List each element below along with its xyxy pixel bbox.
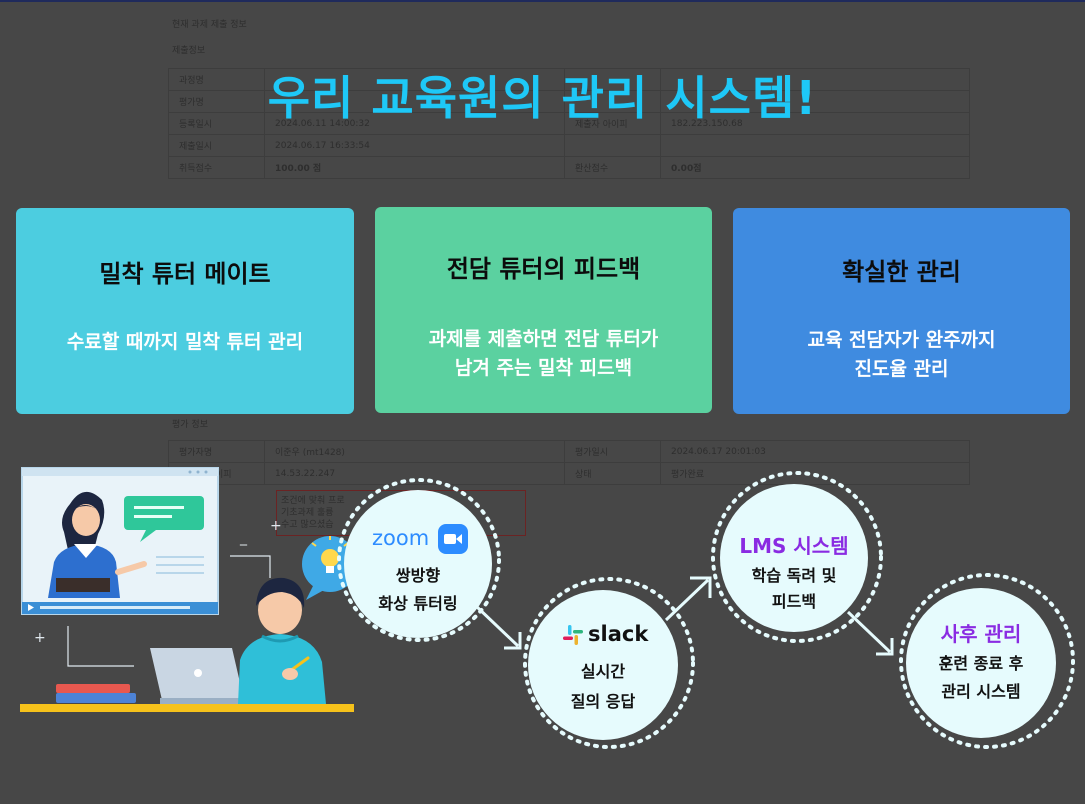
step-label: 피드백	[771, 592, 817, 611]
card-sure-management: 확실한 관리 교육 전담자가 완주까지 진도율 관리	[733, 208, 1070, 414]
slack-logo: slack	[562, 622, 658, 648]
doc-section-submit: 제출정보	[172, 46, 206, 56]
step-label: 학습 독려 및	[751, 566, 837, 585]
step1-dotted-ring	[337, 478, 501, 642]
card-title: 밀착 튜터 메이트	[99, 260, 271, 288]
step2-dotted-ring	[523, 577, 695, 749]
arrow-step2-to-step3	[664, 576, 712, 622]
card-title: 확실한 관리	[842, 258, 961, 286]
step-title: 사후 관리	[940, 622, 1022, 646]
card-title: 전담 튜터의 피드백	[446, 255, 641, 283]
slack-hash-icon	[563, 625, 583, 645]
doc-section-current: 현재 과제 제출 정보	[172, 20, 247, 30]
step4-dotted-ring	[899, 573, 1075, 749]
card-tutor-mate: 밀착 튜터 메이트 수료할 때까지 밀착 튜터 관리	[16, 208, 354, 414]
card-desc: 교육 전담자가 완주까지 진도율 관리	[807, 329, 996, 380]
online-class-illustration: + _ +	[20, 467, 358, 712]
step-zoom: zoom 쌍방향 화상 튜터링	[344, 490, 492, 638]
step-lms: LMS 시스템 학습 독려 및 피드백	[720, 484, 868, 632]
arrow-step3-to-step4	[846, 610, 894, 656]
svg-text:+: +	[34, 630, 46, 646]
step-title: LMS 시스템	[739, 534, 849, 558]
step3-dotted-ring	[711, 471, 883, 643]
svg-text:+: +	[270, 518, 282, 534]
step-label: 화상 튜터링	[378, 594, 458, 613]
table-row: 과정명	[168, 68, 970, 91]
step-label: 실시간	[580, 662, 626, 681]
card-tutor-feedback: 전담 튜터의 피드백 과제를 제출하면 전담 튜터가 남겨 주는 밀착 피드백	[375, 207, 712, 413]
card-desc: 수료할 때까지 밀착 튜터 관리	[66, 331, 304, 353]
step-after-care: 사후 관리 훈련 종료 후 관리 시스템	[906, 588, 1056, 738]
top-rule	[0, 0, 1085, 2]
slack-wordmark: slack	[588, 622, 649, 646]
card-desc: 과제를 제출하면 전담 튜터가 남겨 주는 밀착 피드백	[428, 328, 659, 379]
step-label: 훈련 종료 후	[938, 654, 1024, 673]
doc-section-eval: 평가 정보	[172, 420, 208, 430]
step-label: 쌍방향	[395, 566, 441, 585]
svg-text:_: _	[239, 530, 248, 546]
arrow-step1-to-step2	[474, 604, 522, 650]
zoom-logo: zoom	[372, 524, 472, 554]
zoom-camera-icon	[438, 524, 468, 554]
step-label: 질의 응답	[570, 692, 636, 711]
step-label: 관리 시스템	[941, 682, 1021, 701]
page-title: 우리 교육원의 관리 시스템!	[267, 71, 818, 125]
step-slack: slack 실시간 질의 응답	[528, 590, 678, 740]
zoom-wordmark: zoom	[372, 526, 430, 550]
